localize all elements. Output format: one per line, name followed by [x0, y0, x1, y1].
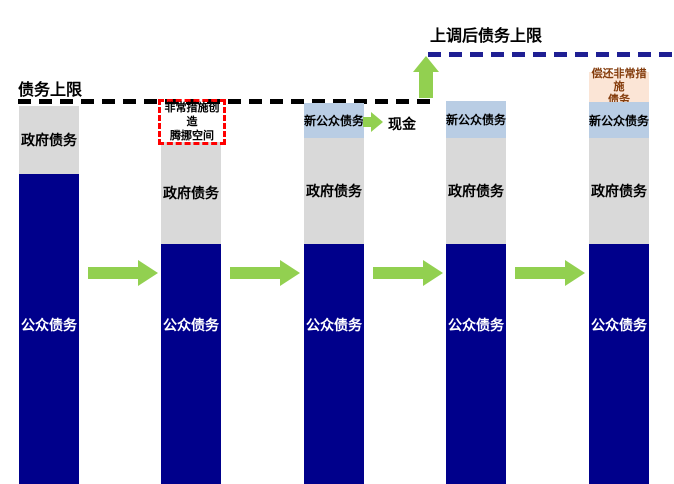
bar-5-government-debt-segment: 政府债务 — [589, 138, 649, 244]
arrow-shaft — [515, 267, 565, 279]
original-debt-ceiling-label: 债务上限 — [18, 82, 83, 99]
bar-4-government-debt-segment: 政府债务 — [446, 138, 506, 244]
ceiling-raise-arrow-up-icon — [413, 56, 439, 98]
bar-2-public-debt-segment: 公众债务 — [161, 244, 221, 484]
bar-4-new-public-debt-segment: 新公众债务 — [446, 101, 506, 138]
raised-debt-ceiling-label: 上调后债务上限 — [430, 28, 543, 45]
flow-arrow-1-icon — [88, 260, 158, 286]
arrow-up-head — [413, 56, 439, 72]
arrow-shaft — [363, 117, 371, 127]
bar-1-government-debt-segment: 政府债务 — [19, 106, 79, 174]
raised-debt-ceiling-line — [428, 52, 674, 57]
bar-5-new-public-debt-segment: 新公众债务 — [589, 102, 649, 138]
bar-1-public-debt-segment: 公众债务 — [19, 174, 79, 484]
bar-4-public-debt-segment: 公众债务 — [446, 244, 506, 484]
flow-arrow-4-icon — [515, 260, 585, 286]
flow-arrow-2-icon — [230, 260, 300, 286]
arrow-head — [423, 260, 443, 286]
extraordinary-measures-line1: 非常措施创造 — [164, 102, 220, 128]
arrow-head — [138, 260, 158, 286]
arrow-shaft — [230, 267, 280, 279]
arrow-shaft — [373, 267, 423, 279]
bar-3-government-debt-segment: 政府债务 — [304, 138, 364, 244]
cash-label: 现金 — [388, 116, 416, 132]
arrow-shaft — [88, 267, 138, 279]
bar-2-government-debt-segment: 政府债务 — [161, 142, 221, 244]
repay-line1: 偿还非常措施 — [591, 67, 647, 93]
arrow-up-shaft — [419, 72, 433, 98]
bar-3-public-debt-segment: 公众债务 — [304, 244, 364, 484]
arrow-head — [371, 112, 383, 132]
bar-5-repay-extraordinary-segment: 偿还非常措施 债务 — [589, 68, 649, 106]
arrow-head — [280, 260, 300, 286]
flow-arrow-3-icon — [373, 260, 443, 286]
bar-3-new-public-debt-segment: 新公众债务 — [304, 103, 364, 138]
bar-5-public-debt-segment: 公众债务 — [589, 244, 649, 484]
arrow-head — [565, 260, 585, 286]
cash-flow-arrow-icon — [363, 112, 383, 132]
extraordinary-measures-highlight-box: 非常措施创造 腾挪空间 — [158, 99, 226, 145]
extraordinary-measures-line2: 腾挪空间 — [170, 130, 214, 142]
